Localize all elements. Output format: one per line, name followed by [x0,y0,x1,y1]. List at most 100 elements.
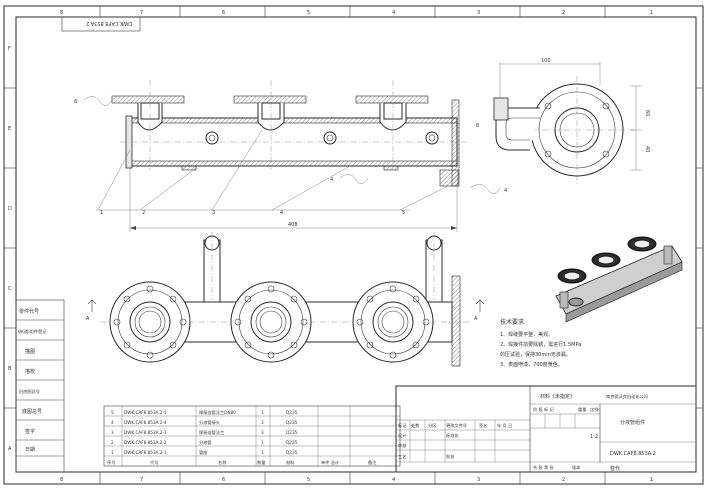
zone-label-top-8: 1 [650,10,653,16]
bom-header-cell: 备注 [368,459,377,466]
bom-cell: 3 [111,430,114,435]
left-strip-4: 旧底图总号 [19,388,40,395]
tb-stage-label: 阶 段 标 记 [533,406,555,413]
tb-role-review: 审核 [398,442,407,449]
tb-sheet-label: 共 张 第 张 [533,464,555,471]
zone-label-side-d: D [8,206,12,212]
top-view-flange-1 [109,281,191,363]
tech-req-line-3: 的压试验，保持30min无渗漏。 [500,351,571,358]
bom-cell: 分液管接头 [199,419,220,426]
bom-cell: 1 [261,410,264,415]
tech-req-line-2: 2、焊接件前要除锈，需进行1.5MPa [500,341,581,348]
zone-label-top-3: 6 [222,10,225,16]
bom-cell: Q235 [286,440,298,445]
zone-label-bottom-3: 6 [222,477,225,483]
bom-row-2: 2 DWK.CAF8.853A.2-2 分液管 1 Q235 [111,439,298,446]
bom-cell: 焊接连管法兰DN80 [199,409,236,416]
zone-label-bottom-8: 1 [650,477,653,483]
zone-label-top-7: 2 [562,10,565,16]
section-mark-left: A [86,316,90,322]
section-mark-right: A [474,316,478,322]
bom-row-4: 4 DWK.CAF8.853A.2-4 分液管接头 3 Q235 [111,419,298,426]
tb-scale: 1:2 [590,434,598,440]
zone-label-side-a: A [8,446,12,452]
bom-header: 序号 代号 名称 数量 材料 单件 总计 备注 [107,459,377,466]
bom-cell: 1 [261,440,264,445]
bom-cell: 焊接连管法兰 [199,429,224,436]
tech-req-line-1: 1、焊缝要平整，美观。 [500,331,553,338]
zone-label-bottom-6: 3 [477,477,480,483]
left-strip-0: 零件代号 [19,308,39,315]
bom-row-5: 5 DWK.CAF8.853A.2-5 焊接连管法兰DN80 1 Q235 [111,409,298,416]
left-strip-1: 借(通)用件登记 [18,328,47,335]
bom-cell: Q235 [286,430,298,435]
top-view-flange-3 [352,281,434,363]
bom-cell: 分液管 [199,439,212,446]
bom-cell: 3 [261,420,264,425]
zone-label-side-c: C [8,286,12,292]
zone-label-top-2: 7 [140,10,143,16]
tb-row-label-0: 标记 [398,422,407,429]
tb-role-process: 工艺 [398,454,406,459]
bom-cell: DWK.CAF8.853A.2-3 [124,430,167,435]
bom-cell: 4 [111,420,114,425]
left-strip-7: 日期 [25,447,35,453]
tb-drawing-name: 分液管组件 [620,419,645,426]
tech-req-line-4: 3、表面喷漆，700度黄色。 [500,361,563,368]
left-strip [15,299,65,473]
bom-cell: DWK.CAF8.853A.2-1 [124,450,167,455]
callout-5: 5 [402,210,405,216]
callout-4c: 4 [504,188,507,194]
dim-side-width: 100 [541,58,551,64]
tb-row-label-4: 签名 [479,422,487,429]
bom-header-cell: 单件 总计 [321,459,339,466]
bom-header-cell: 数量 [257,459,265,466]
zone-label-side-e: E [8,126,11,132]
zone-label-bottom-5: 4 [392,477,395,483]
bom-cell: 1 [111,450,114,455]
zone-label-side-b: B [8,366,12,372]
bom-header-cell: 序号 [107,459,115,466]
zone-label-top-4: 5 [307,10,310,16]
bom-cell: DWK.CAF8.853A.2-2 [124,440,167,445]
tb-company: 南京德沃克自动化公司 [606,393,648,400]
zone-label-bottom-2: 7 [140,477,143,483]
inner-frame [15,16,697,473]
dim-side-h2: 40 [644,146,650,152]
bom-header-cell: 代号 [150,459,158,466]
callout-1: 1 [100,210,103,216]
tb-material: 材料《未指定》 [540,393,575,400]
zone-label-bottom-4: 5 [307,477,310,483]
front-view [111,80,468,187]
callout-3: 3 [212,210,215,216]
zone-label-bottom-1: 8 [60,477,63,483]
bom-row-3: 3 DWK.CAF8.853A.2-3 焊接连管法兰 3 Q235 [111,429,298,436]
bom-table-grid [103,405,401,467]
callout-6: 6 [74,99,77,105]
tb-row-label-2: 分区 [428,422,436,429]
callout-2: 2 [142,210,145,216]
zone-label-side-f: F [8,46,11,52]
tb-role-design: 设计 [398,432,406,439]
bom-cell: 2 [111,440,114,445]
callout-4: 4 [280,210,283,216]
bom-cell: 管座 [199,449,207,456]
tb-row-label-5: 年 月 日 [497,422,512,429]
left-strip-3: 描校 [25,368,35,375]
bom-cell: 1 [261,450,264,455]
tb-approve-label: 批准 [446,453,454,460]
rotated-drawing-code: DWK.CAF8.853A.2 [86,20,132,26]
tb-row-label-3: 更改文件号 [446,422,467,429]
callout-8: 8 [476,123,479,129]
isometric-view [555,236,683,323]
left-strip-5: 底图总号 [22,408,42,415]
side-view [493,62,642,184]
bom-cell: DWK.CAF8.853A.2-4 [124,420,167,425]
tb-row-label-1: 处数 [411,422,420,429]
bom-header-cell: 名称 [218,459,226,466]
bom-cell: DWK.CAF8.853A.2-5 [124,410,167,415]
overall-length-dimension [129,168,458,232]
zone-label-top-1: 8 [60,10,63,16]
bom-cell: 5 [111,410,114,415]
